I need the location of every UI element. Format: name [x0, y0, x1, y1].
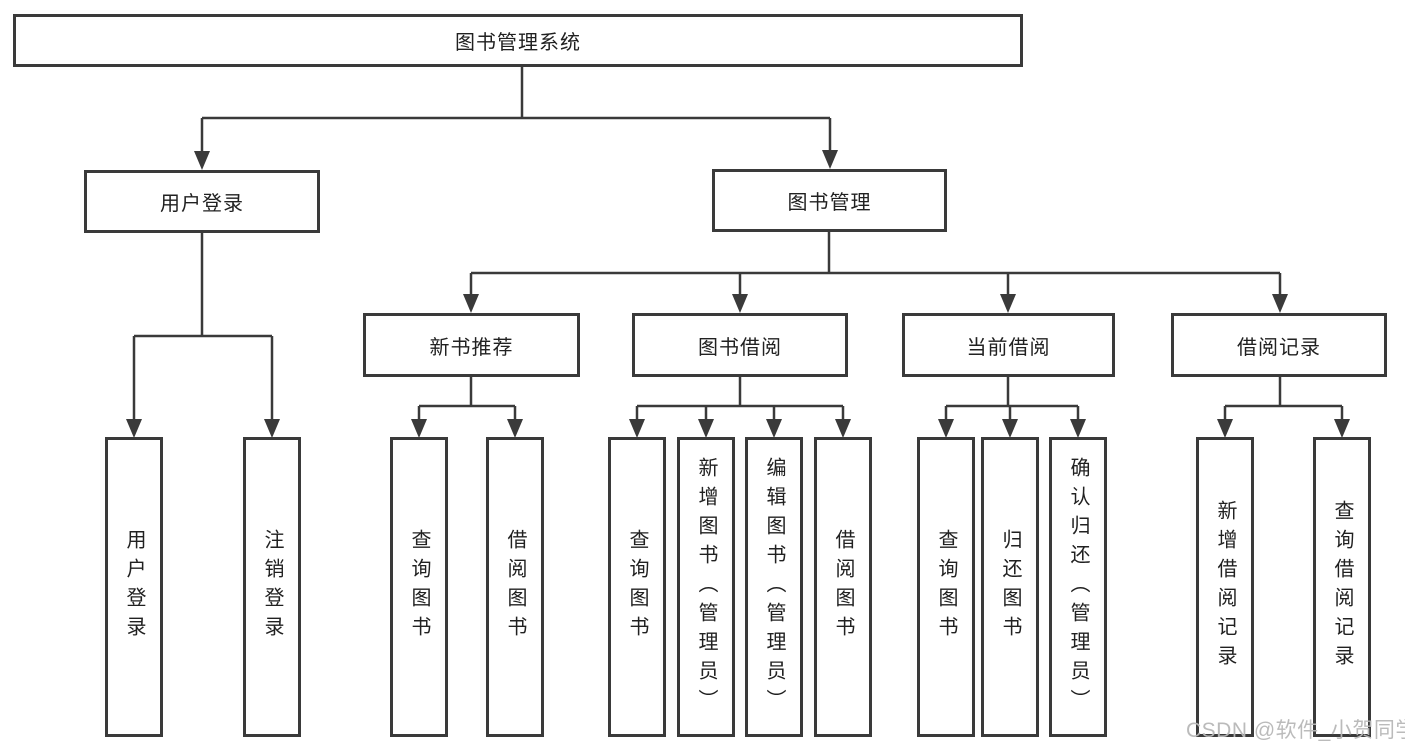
leaf-query-book-borrow-label: 查询图书: [626, 529, 648, 645]
leaf-return-book-label: 归还图书: [999, 529, 1021, 645]
node-new-book-recommendation-label: 新书推荐: [429, 336, 514, 359]
node-new-book-recommendation: 新书推荐: [363, 313, 580, 377]
leaf-query-book-current: 查询图书: [917, 437, 975, 737]
node-user-login: 用户登录: [84, 170, 320, 233]
leaf-borrow-book-label: 借阅图书: [832, 529, 854, 645]
leaf-query-book-borrow: 查询图书: [608, 437, 666, 737]
leaf-add-book-admin-label: 新增图书（管理员）: [695, 456, 717, 718]
leaf-confirm-return-admin-label: 确认归还（管理员）: [1067, 456, 1089, 718]
node-book-borrowing-label: 图书借阅: [698, 336, 782, 359]
leaf-add-borrow-record: 新增借阅记录: [1196, 437, 1254, 737]
leaf-query-book-current-label: 查询图书: [935, 529, 957, 645]
node-current-borrowing: 当前借阅: [902, 313, 1115, 377]
node-book-management: 图书管理: [712, 169, 947, 232]
arrowheads: [126, 150, 1350, 438]
leaf-return-book: 归还图书: [981, 437, 1039, 737]
node-book-borrowing: 图书借阅: [632, 313, 848, 377]
node-user-login-label: 用户登录: [160, 193, 244, 215]
leaf-add-book-admin: 新增图书（管理员）: [677, 437, 735, 737]
leaf-add-borrow-record-label: 新增借阅记录: [1214, 500, 1236, 674]
node-book-management-label: 图书管理: [787, 192, 872, 214]
leaf-borrow-book-recommend: 借阅图书: [486, 437, 544, 737]
leaf-logout-label: 注销登录: [261, 529, 283, 645]
leaf-user-login-label: 用户登录: [123, 529, 145, 645]
leaf-confirm-return-admin: 确认归还（管理员）: [1049, 437, 1107, 737]
csdn-watermark: CSDN @软件_小贺同学: [1186, 719, 1405, 742]
tree-edges: [132, 67, 1344, 421]
node-library-system: 图书管理系统: [13, 14, 1023, 67]
leaf-user-login: 用户登录: [105, 437, 163, 737]
leaf-query-borrow-record: 查询借阅记录: [1313, 437, 1371, 737]
leaf-borrow-book: 借阅图书: [814, 437, 872, 737]
leaf-query-book-recommend: 查询图书: [390, 437, 448, 737]
leaf-edit-book-admin-label: 编辑图书（管理员）: [763, 456, 785, 718]
leaf-edit-book-admin: 编辑图书（管理员）: [745, 437, 803, 737]
leaf-logout: 注销登录: [243, 437, 301, 737]
leaf-query-borrow-record-label: 查询借阅记录: [1331, 500, 1353, 674]
node-borrowing-records: 借阅记录: [1171, 313, 1387, 377]
node-borrowing-records-label: 借阅记录: [1237, 336, 1321, 359]
node-library-system-label: 图书管理系统: [455, 32, 581, 54]
leaf-borrow-book-recommend-label: 借阅图书: [504, 529, 526, 645]
node-current-borrowing-label: 当前借阅: [966, 336, 1051, 359]
leaf-query-book-recommend-label: 查询图书: [408, 529, 430, 645]
